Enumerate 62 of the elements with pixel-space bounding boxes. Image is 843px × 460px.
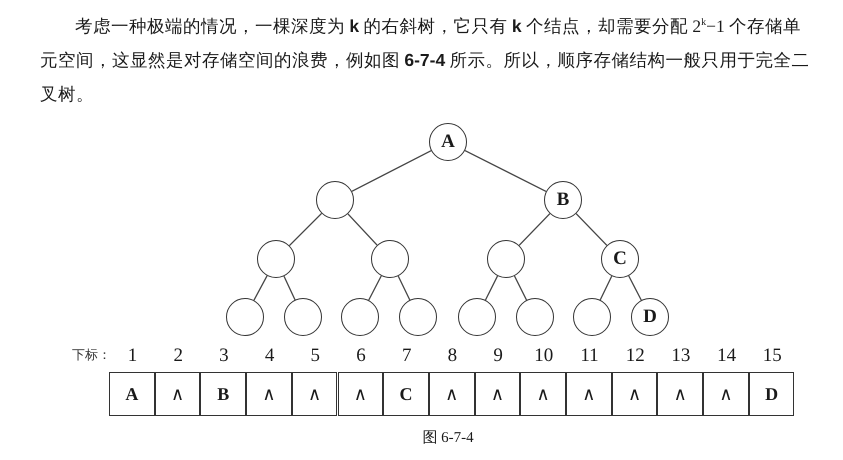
array-cell: ∧ [292, 372, 338, 416]
tree-edge [600, 276, 612, 300]
array-index: 4 [264, 345, 276, 367]
empty-tree-node [487, 240, 525, 278]
array-index: 7 [400, 345, 412, 367]
tree-edge [628, 276, 642, 300]
empty-tree-node [341, 298, 379, 336]
tree-edge [368, 276, 382, 300]
array-index: 8 [446, 345, 458, 367]
array-index: 11 [579, 345, 600, 367]
tree-edge [347, 213, 378, 246]
tree-edge [288, 212, 322, 246]
array-index: 10 [533, 345, 554, 367]
tree-edge [576, 213, 608, 246]
tree-edge [398, 276, 410, 300]
array-cell: A [109, 372, 155, 416]
tree-edge [352, 150, 432, 192]
tree-edge [464, 150, 546, 192]
array-index: 5 [310, 345, 322, 367]
array-index: 2 [172, 345, 184, 367]
array-cell: ∧ [612, 372, 658, 416]
empty-tree-node [371, 240, 409, 278]
array-cell: B [200, 372, 246, 416]
index-label: 下标： [72, 347, 111, 364]
empty-tree-node [516, 298, 554, 336]
empty-tree-node [226, 298, 264, 336]
array-index: 12 [624, 345, 646, 367]
tree-node: C [601, 240, 639, 278]
array-index: 3 [218, 345, 230, 367]
tree-edge [484, 276, 498, 300]
array-cell: ∧ [154, 372, 200, 416]
array-cell: ∧ [474, 372, 520, 416]
array-cell: ∧ [703, 372, 749, 416]
tree-node: B [544, 181, 582, 219]
empty-tree-node [458, 298, 496, 336]
array-index: 13 [670, 345, 692, 367]
array-cell: D [748, 372, 794, 416]
empty-tree-node [573, 298, 611, 336]
array-cell: ∧ [566, 372, 612, 416]
array-cell: ∧ [520, 372, 566, 416]
array-index: 9 [492, 345, 504, 367]
array-cell: ∧ [657, 372, 704, 416]
array-cell: ∧ [428, 372, 475, 416]
tree-edge [514, 276, 528, 300]
array-index: 15 [762, 345, 783, 367]
paragraph-text: 考虑一种极端的情况，一棵深度为 k 的右斜树，它只有 k 个结点，却需要分配 2$^{k}$−1 个存储单元空间，这显然是对存储空间的浪费，例如图 6-7-4 所示。所以，顺序存储结构一般只用于完全二叉树。 [40, 14, 811, 106]
empty-tree-node [284, 298, 322, 336]
tree-node: A [429, 123, 467, 161]
array-cell: ∧ [338, 372, 384, 416]
empty-tree-node [257, 240, 295, 278]
tree-node: D [631, 298, 669, 336]
array-index: 14 [716, 345, 738, 367]
tree-edge [283, 276, 296, 300]
empty-tree-node [399, 298, 437, 336]
array-index: 6 [355, 345, 367, 367]
figure-caption: 图 6-7-4 [421, 429, 475, 447]
array-cell: ∧ [246, 372, 292, 416]
array-index: 1 [126, 345, 138, 367]
empty-tree-node [316, 181, 354, 219]
array-cell: C [383, 372, 429, 416]
tree-edge [518, 213, 550, 246]
tree-edge [253, 275, 268, 301]
